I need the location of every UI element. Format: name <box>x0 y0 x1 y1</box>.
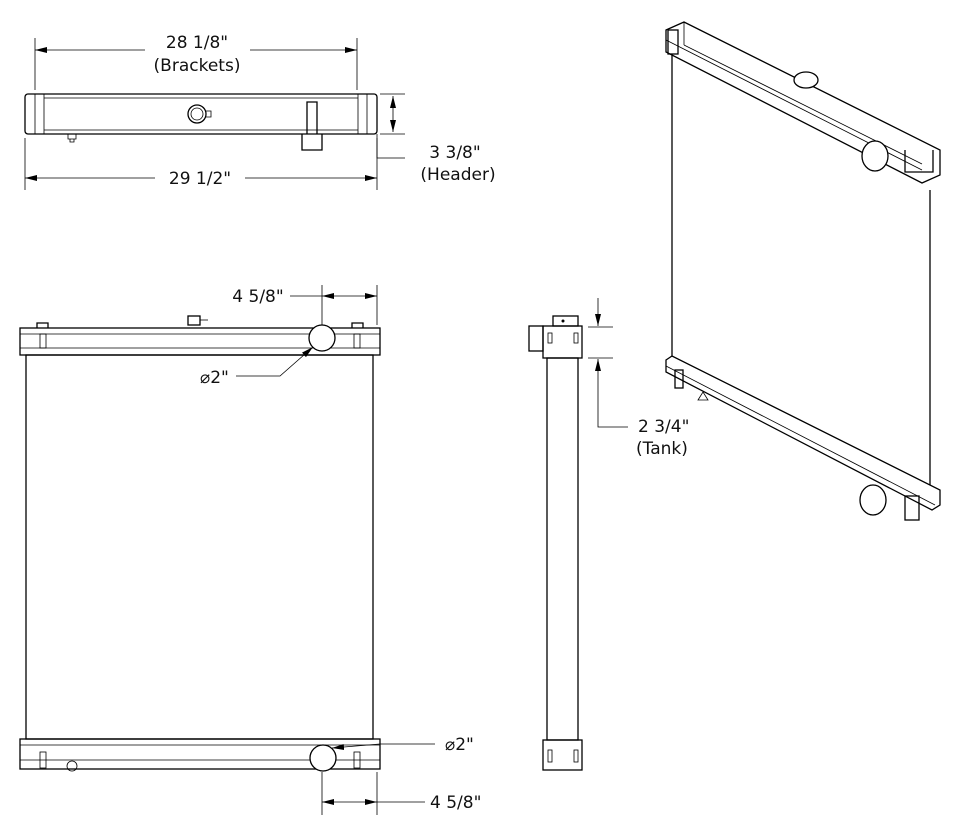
top-view: 28 1/8" (Brackets) 29 1/2" 3 3/8" (Heade… <box>24 33 496 190</box>
bottom-port-offset-label: 4 5/8" <box>430 793 481 813</box>
header-height-label: 3 3/8" <box>429 143 480 163</box>
overall-width-label: 29 1/2" <box>169 169 231 189</box>
top-port-offset-label: 4 5/8" <box>232 287 283 307</box>
front-view: 4 5/8" ⌀2" ⌀2" 4 5/8" <box>19 285 481 815</box>
core <box>25 354 374 740</box>
iso-top-port <box>861 140 889 172</box>
top-port-diameter-label: ⌀2" <box>200 368 229 388</box>
bottom-tank <box>19 738 381 770</box>
iso-top-tank <box>665 21 941 184</box>
header-note-label: (Header) <box>420 165 495 185</box>
top-tank <box>19 327 381 356</box>
isometric-view <box>665 21 941 521</box>
filler-cap-icon <box>187 104 207 124</box>
side-core <box>546 357 579 741</box>
tank-note-label: (Tank) <box>636 439 688 459</box>
tank-depth-label: 2 3/4" <box>638 417 689 437</box>
header-outline <box>24 93 378 135</box>
iso-bottom-port <box>859 484 887 516</box>
iso-bottom-tank <box>665 355 941 511</box>
bottom-port <box>309 744 337 772</box>
bracket-width-label: 28 1/8" <box>166 33 228 53</box>
bracket-note-label: (Brackets) <box>154 56 241 76</box>
side-view: 2 3/4" (Tank) <box>528 298 689 771</box>
bottom-port-diameter-label: ⌀2" <box>445 735 474 755</box>
iso-filler-cap <box>793 71 819 89</box>
